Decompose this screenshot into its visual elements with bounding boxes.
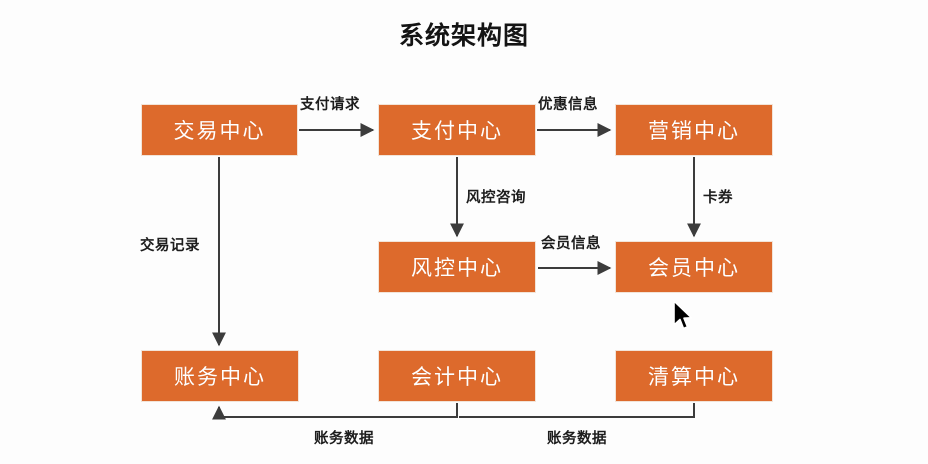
edge-label-billing-data-right: 账务数据 (547, 431, 607, 447)
node-label: 会计中心 (411, 366, 503, 389)
node-member[interactable]: 会员中心 (615, 241, 773, 293)
node-label: 交易中心 (173, 120, 266, 143)
node-trade[interactable]: 交易中心 (141, 104, 298, 156)
edge-label-risk-consult: 风控咨询 (466, 190, 526, 206)
node-label: 风控中心 (411, 257, 503, 280)
node-risk-control[interactable]: 风控中心 (378, 241, 536, 293)
edge-label-discount-info: 优惠信息 (538, 97, 598, 113)
node-marketing[interactable]: 营销中心 (615, 104, 773, 156)
edge-clearing-billing (459, 403, 695, 418)
edge-accounting-billing (212, 403, 458, 420)
edge-label-billing-data-left: 账务数据 (314, 431, 374, 447)
node-payment[interactable]: 支付中心 (378, 104, 536, 156)
edge-label-member-info: 会员信息 (541, 236, 601, 252)
node-label: 营销中心 (648, 120, 740, 143)
edge-label-payment-request: 支付请求 (300, 97, 360, 113)
node-label: 会员中心 (648, 257, 740, 280)
node-label: 清算中心 (648, 366, 740, 389)
node-clearing[interactable]: 清算中心 (615, 350, 773, 402)
node-accounting[interactable]: 会计中心 (378, 350, 536, 402)
mouse-pointer-icon (673, 300, 693, 330)
edge-label-coupon: 卡券 (703, 190, 733, 206)
node-billing[interactable]: 账务中心 (141, 350, 299, 402)
page-title: 系统架构图 (398, 22, 529, 50)
node-label: 支付中心 (411, 120, 503, 143)
edge-label-trade-record: 交易记录 (140, 238, 200, 254)
node-label: 账务中心 (174, 366, 266, 389)
